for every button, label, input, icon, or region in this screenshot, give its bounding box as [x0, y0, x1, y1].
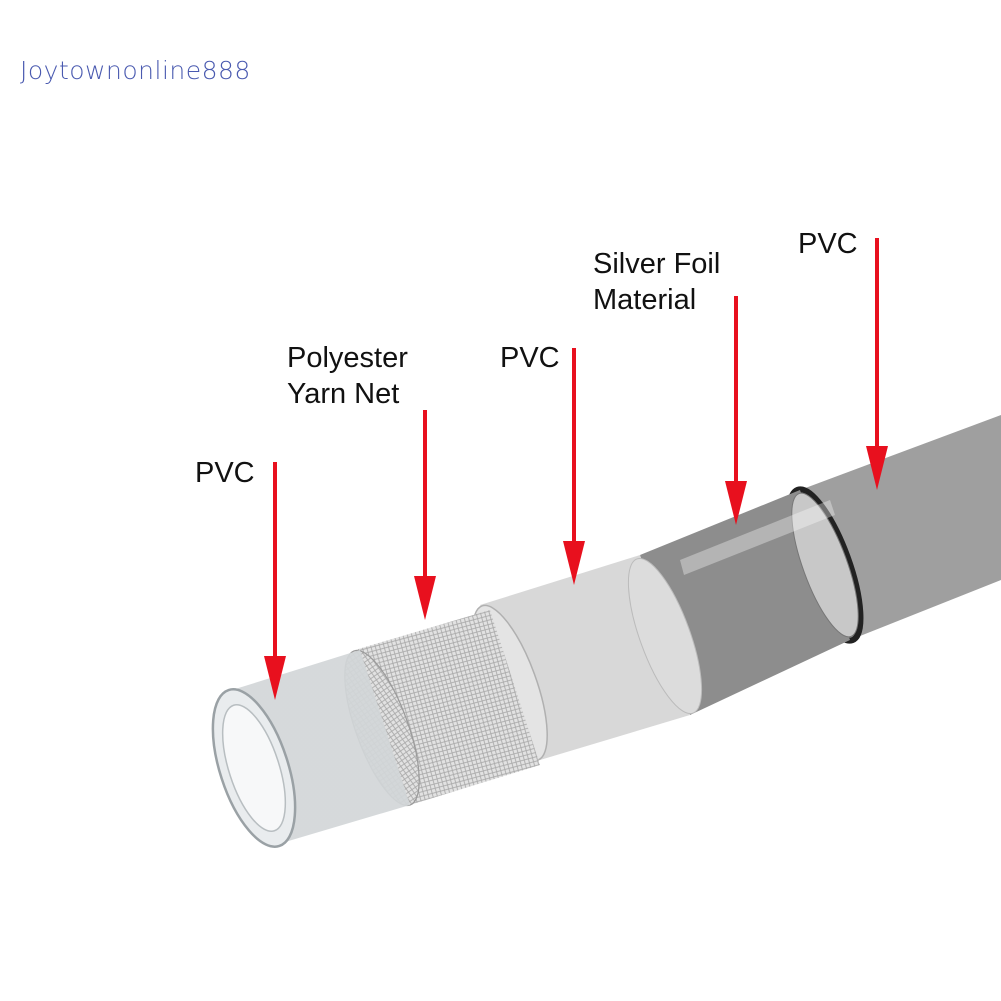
watermark: Joytownonline888: [20, 56, 251, 85]
layer-label-line: Material: [593, 284, 697, 316]
layer-arrow-4: [725, 296, 747, 525]
layer-arrow-1: [264, 462, 286, 700]
layer-arrow-2: [414, 410, 436, 620]
layer-label-line: PVC: [798, 228, 858, 260]
arrow-group: [264, 238, 888, 700]
layer-label-line: PVC: [500, 342, 560, 374]
clear-pvc-tube: [211, 650, 410, 848]
layer-arrow-5: [866, 238, 888, 490]
layer-label-line: PVC: [195, 457, 255, 489]
layer-label-1: PVC: [195, 455, 255, 491]
layer-label-3: PVC: [500, 340, 560, 376]
layer-label-line: Polyester: [287, 342, 408, 374]
layer-arrow-3: [563, 348, 585, 585]
layer-label-line: Silver Foil: [593, 248, 721, 280]
layer-label-5: PVC: [798, 226, 858, 262]
layer-label-line: Yarn Net: [287, 378, 400, 410]
